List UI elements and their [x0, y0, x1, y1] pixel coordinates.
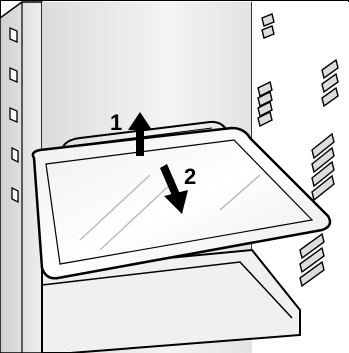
step-1-label: 1: [110, 110, 122, 135]
step-2-label: 2: [184, 164, 196, 189]
